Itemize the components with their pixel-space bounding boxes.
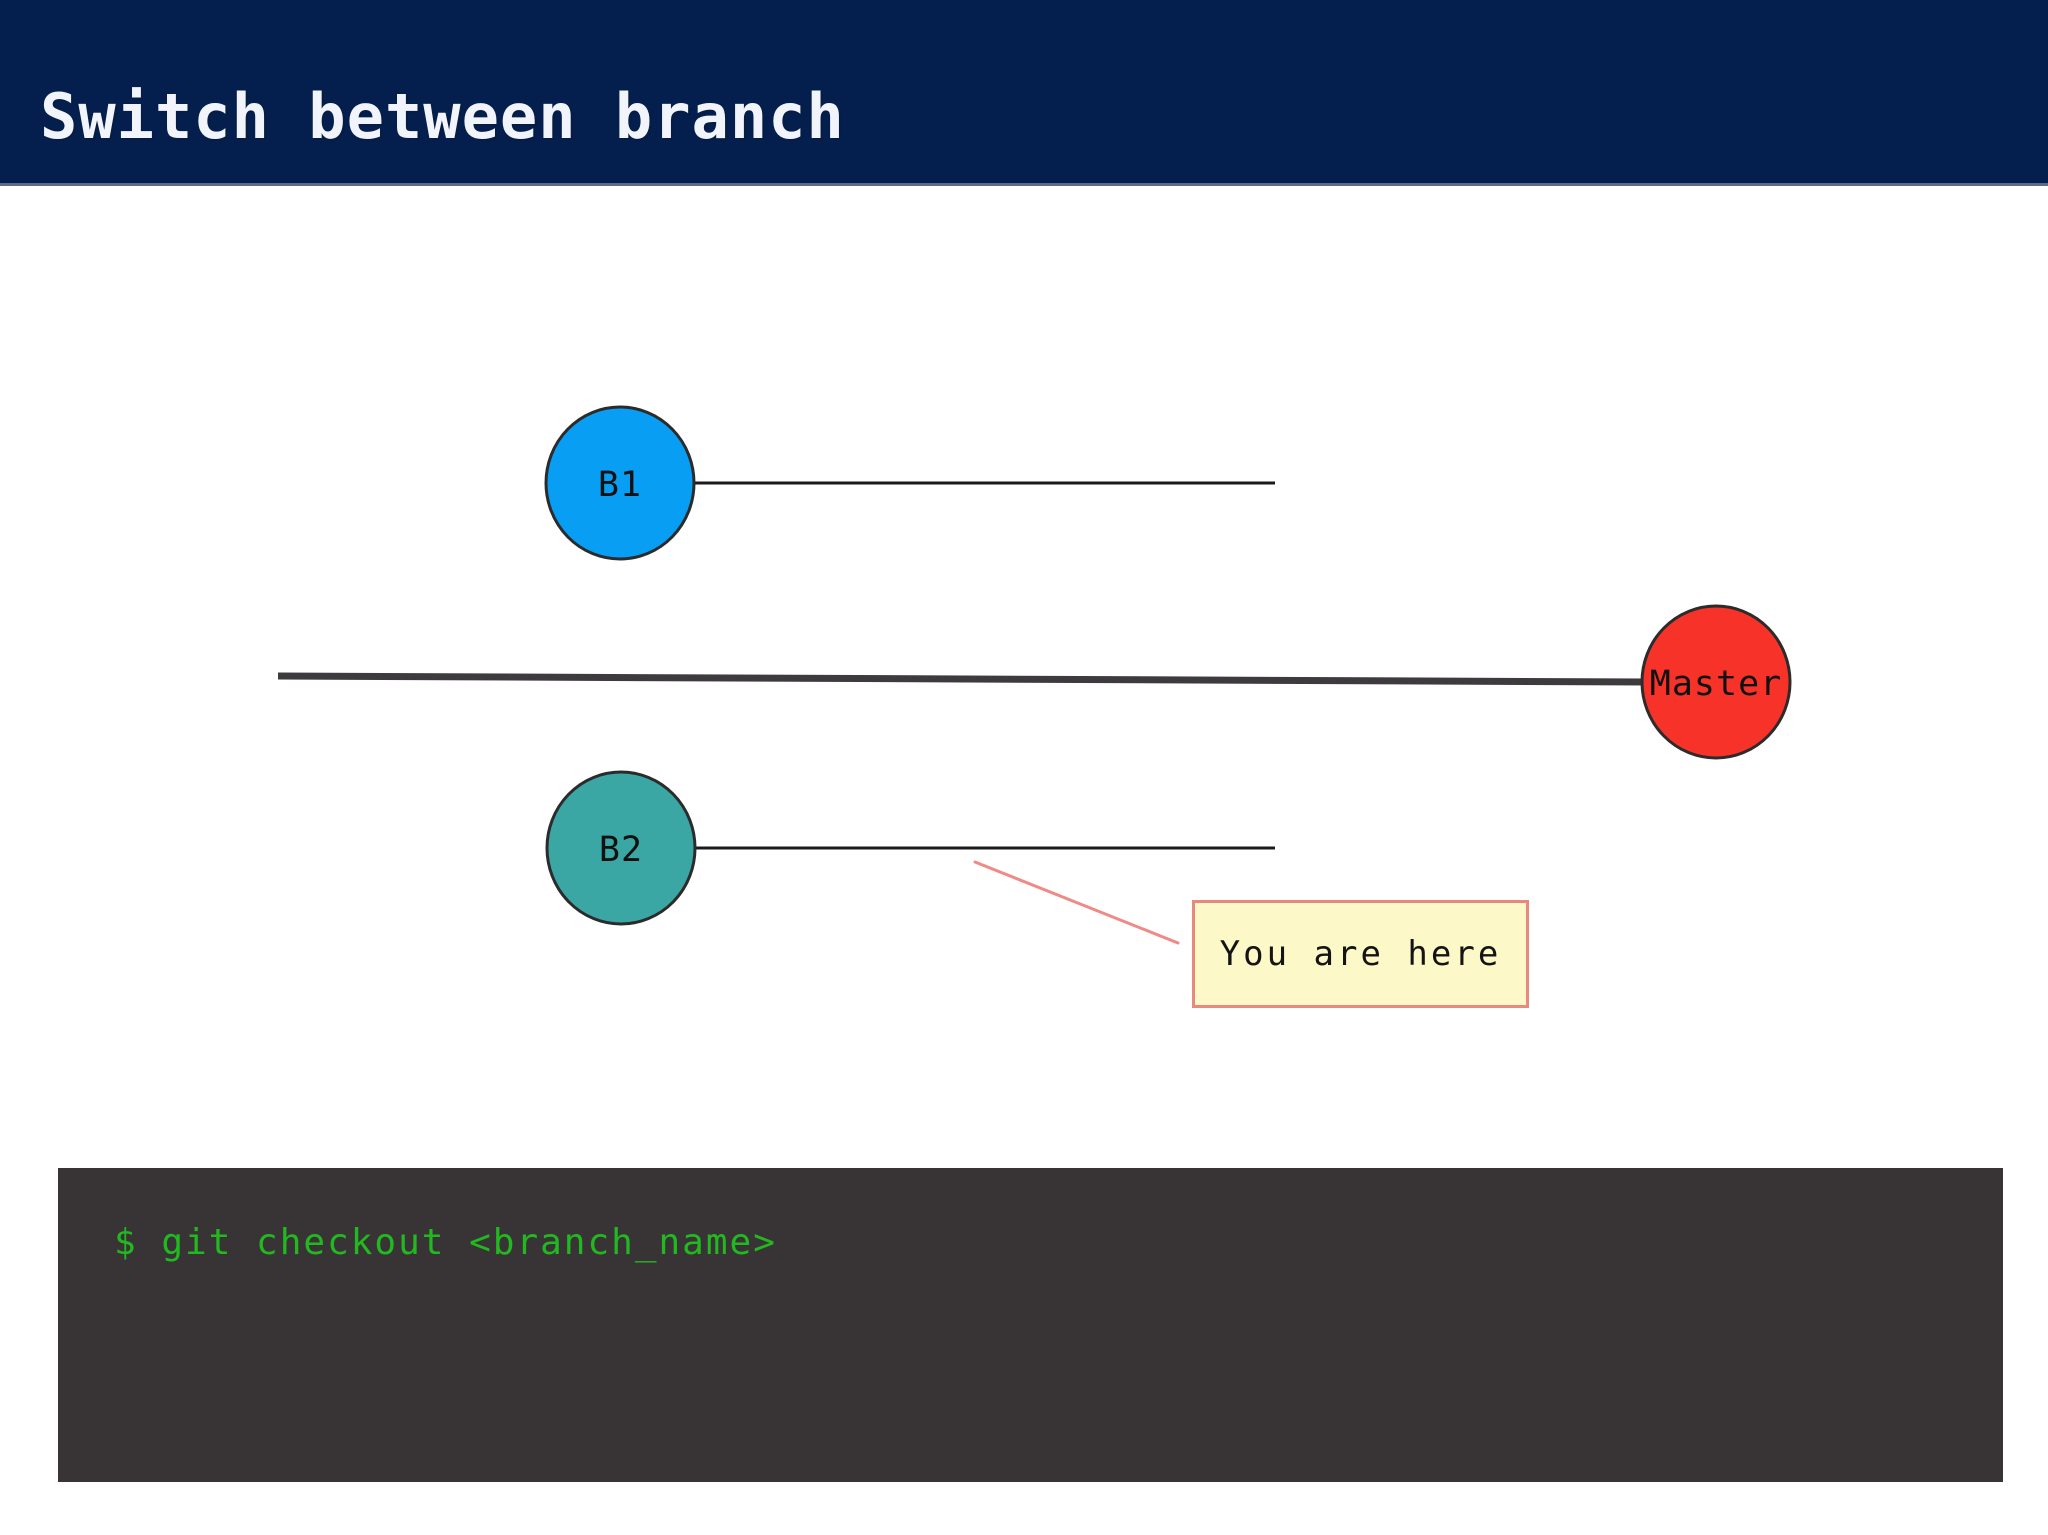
b1-circle [544,405,696,561]
slide-header-bar: Switch between branch [0,0,2048,186]
branch-node-b1[interactable]: B1 [544,405,696,561]
branch-diagram: B1 Master B2 You are here [0,186,2048,1168]
master-label: Master [1650,664,1782,704]
branch-node-b2[interactable]: B2 [545,770,697,926]
branch-diagram-canvas: B1 Master B2 [277,405,1792,945]
terminal-panel: $ git checkout <branch_name> [58,1168,2003,1482]
b1-label: B1 [598,465,642,505]
page-title: Switch between branch [40,80,845,153]
callout-leader-line [973,860,1180,945]
you-are-here-callout: You are here [1192,900,1529,1008]
master-branch-line [277,672,1647,686]
branch-node-master[interactable]: Master [1640,604,1792,760]
terminal-command-line: $ git checkout <branch_name> [114,1222,777,1263]
b2-circle [545,770,697,926]
b2-label: B2 [599,830,643,870]
master-circle [1640,604,1792,760]
callout-label: You are here [1219,934,1502,974]
